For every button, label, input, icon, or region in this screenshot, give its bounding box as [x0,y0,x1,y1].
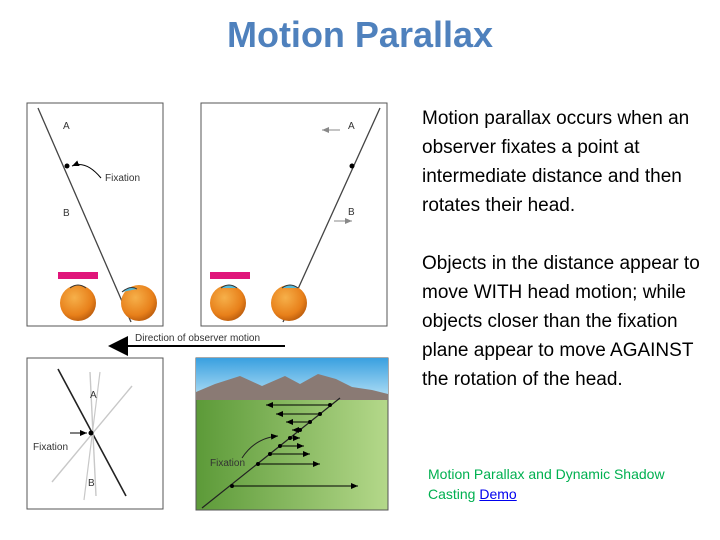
body-text: Motion parallax occurs when an observer … [422,104,712,394]
label-a: A [348,121,355,132]
slide-title: Motion Parallax [226,14,494,55]
panel-rotation: A B Fixation [26,357,164,510]
fixation-label: Fixation [105,173,140,184]
magenta-bar [210,272,250,279]
eye-icon [121,285,157,321]
fixation-point [64,163,70,169]
mountains [196,374,388,400]
demo-link[interactable]: Demo [479,486,517,502]
fixation-point [349,163,355,169]
fixation-point [88,430,94,436]
label-b: B [88,478,95,489]
label-b: B [63,208,70,219]
fixation-label: Fixation [210,458,245,469]
demo-note: Motion Parallax and Dynamic Shadow Casti… [428,464,708,504]
eye-icon [60,285,96,321]
eye-icon [210,285,246,321]
label-b: B [348,207,355,218]
panel-left-eye: A B Fixation [26,102,164,327]
parallax-dots [230,403,332,488]
label-a: A [90,390,97,401]
magenta-bar [58,272,98,279]
panel-landscape: Fixation [195,357,389,511]
fixation-label: Fixation [33,442,68,453]
direction-label: Direction of observer motion [135,333,260,344]
paragraph-2: Objects in the distance appear to move W… [422,253,700,390]
demo-note-text: Motion Parallax and Dynamic Shadow Casti… [428,466,665,502]
eye-icon [271,285,307,321]
panel-right-eye: A B [200,102,388,327]
parallax-arrows [232,402,358,489]
label-a: A [63,121,70,132]
direction-of-motion: Direction of observer motion [108,333,285,356]
paragraph-1: Motion parallax occurs when an observer … [422,108,690,216]
